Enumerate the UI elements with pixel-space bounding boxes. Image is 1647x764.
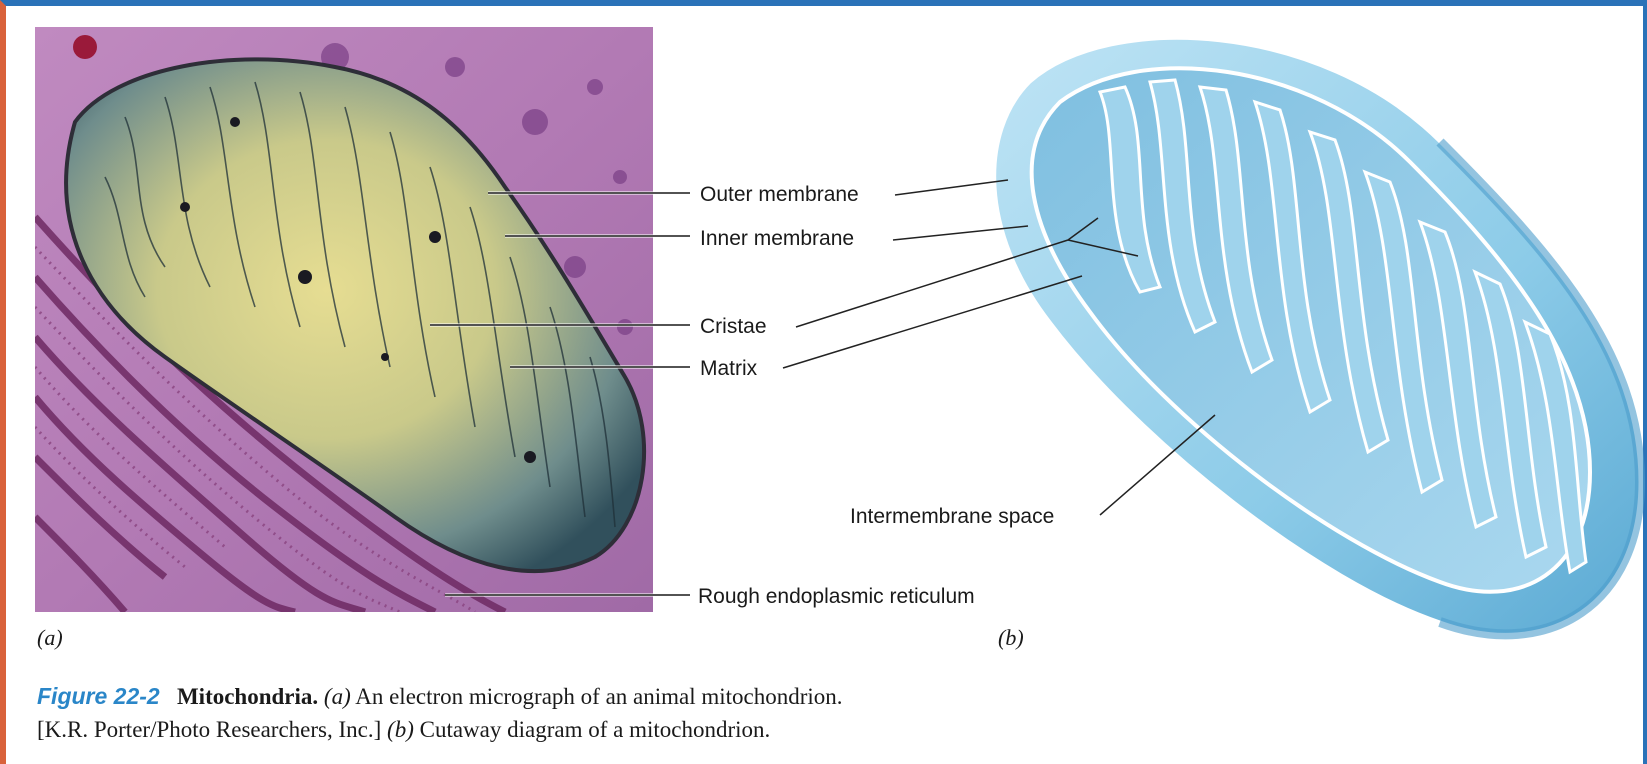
- label-outer-membrane: Outer membrane: [700, 184, 859, 205]
- label-inner-membrane: Inner membrane: [700, 228, 854, 249]
- figure-title: Mitochondria.: [177, 684, 318, 709]
- caption-credit: [K.R. Porter/Photo Researchers, Inc.]: [37, 717, 381, 742]
- cutaway-diagram: [990, 22, 1647, 662]
- label-intermembrane-space: Intermembrane space: [850, 506, 1054, 527]
- caption-text-a: An electron micrograph of an animal mito…: [355, 684, 842, 709]
- label-cristae: Cristae: [700, 316, 767, 337]
- electron-micrograph: [35, 27, 653, 612]
- figure-caption: Figure 22-2 Mitochondria. (a) An electro…: [37, 680, 1237, 746]
- caption-marker-a: (a): [324, 684, 351, 709]
- caption-marker-b: (b): [387, 717, 414, 742]
- label-rough-er: Rough endoplasmic reticulum: [698, 586, 975, 607]
- label-matrix: Matrix: [700, 358, 757, 379]
- panel-label-b: (b): [998, 625, 1024, 651]
- panel-label-a: (a): [37, 625, 63, 651]
- figure-number: Figure 22-2: [37, 683, 160, 709]
- caption-text-b: Cutaway diagram of a mitochondrion.: [420, 717, 771, 742]
